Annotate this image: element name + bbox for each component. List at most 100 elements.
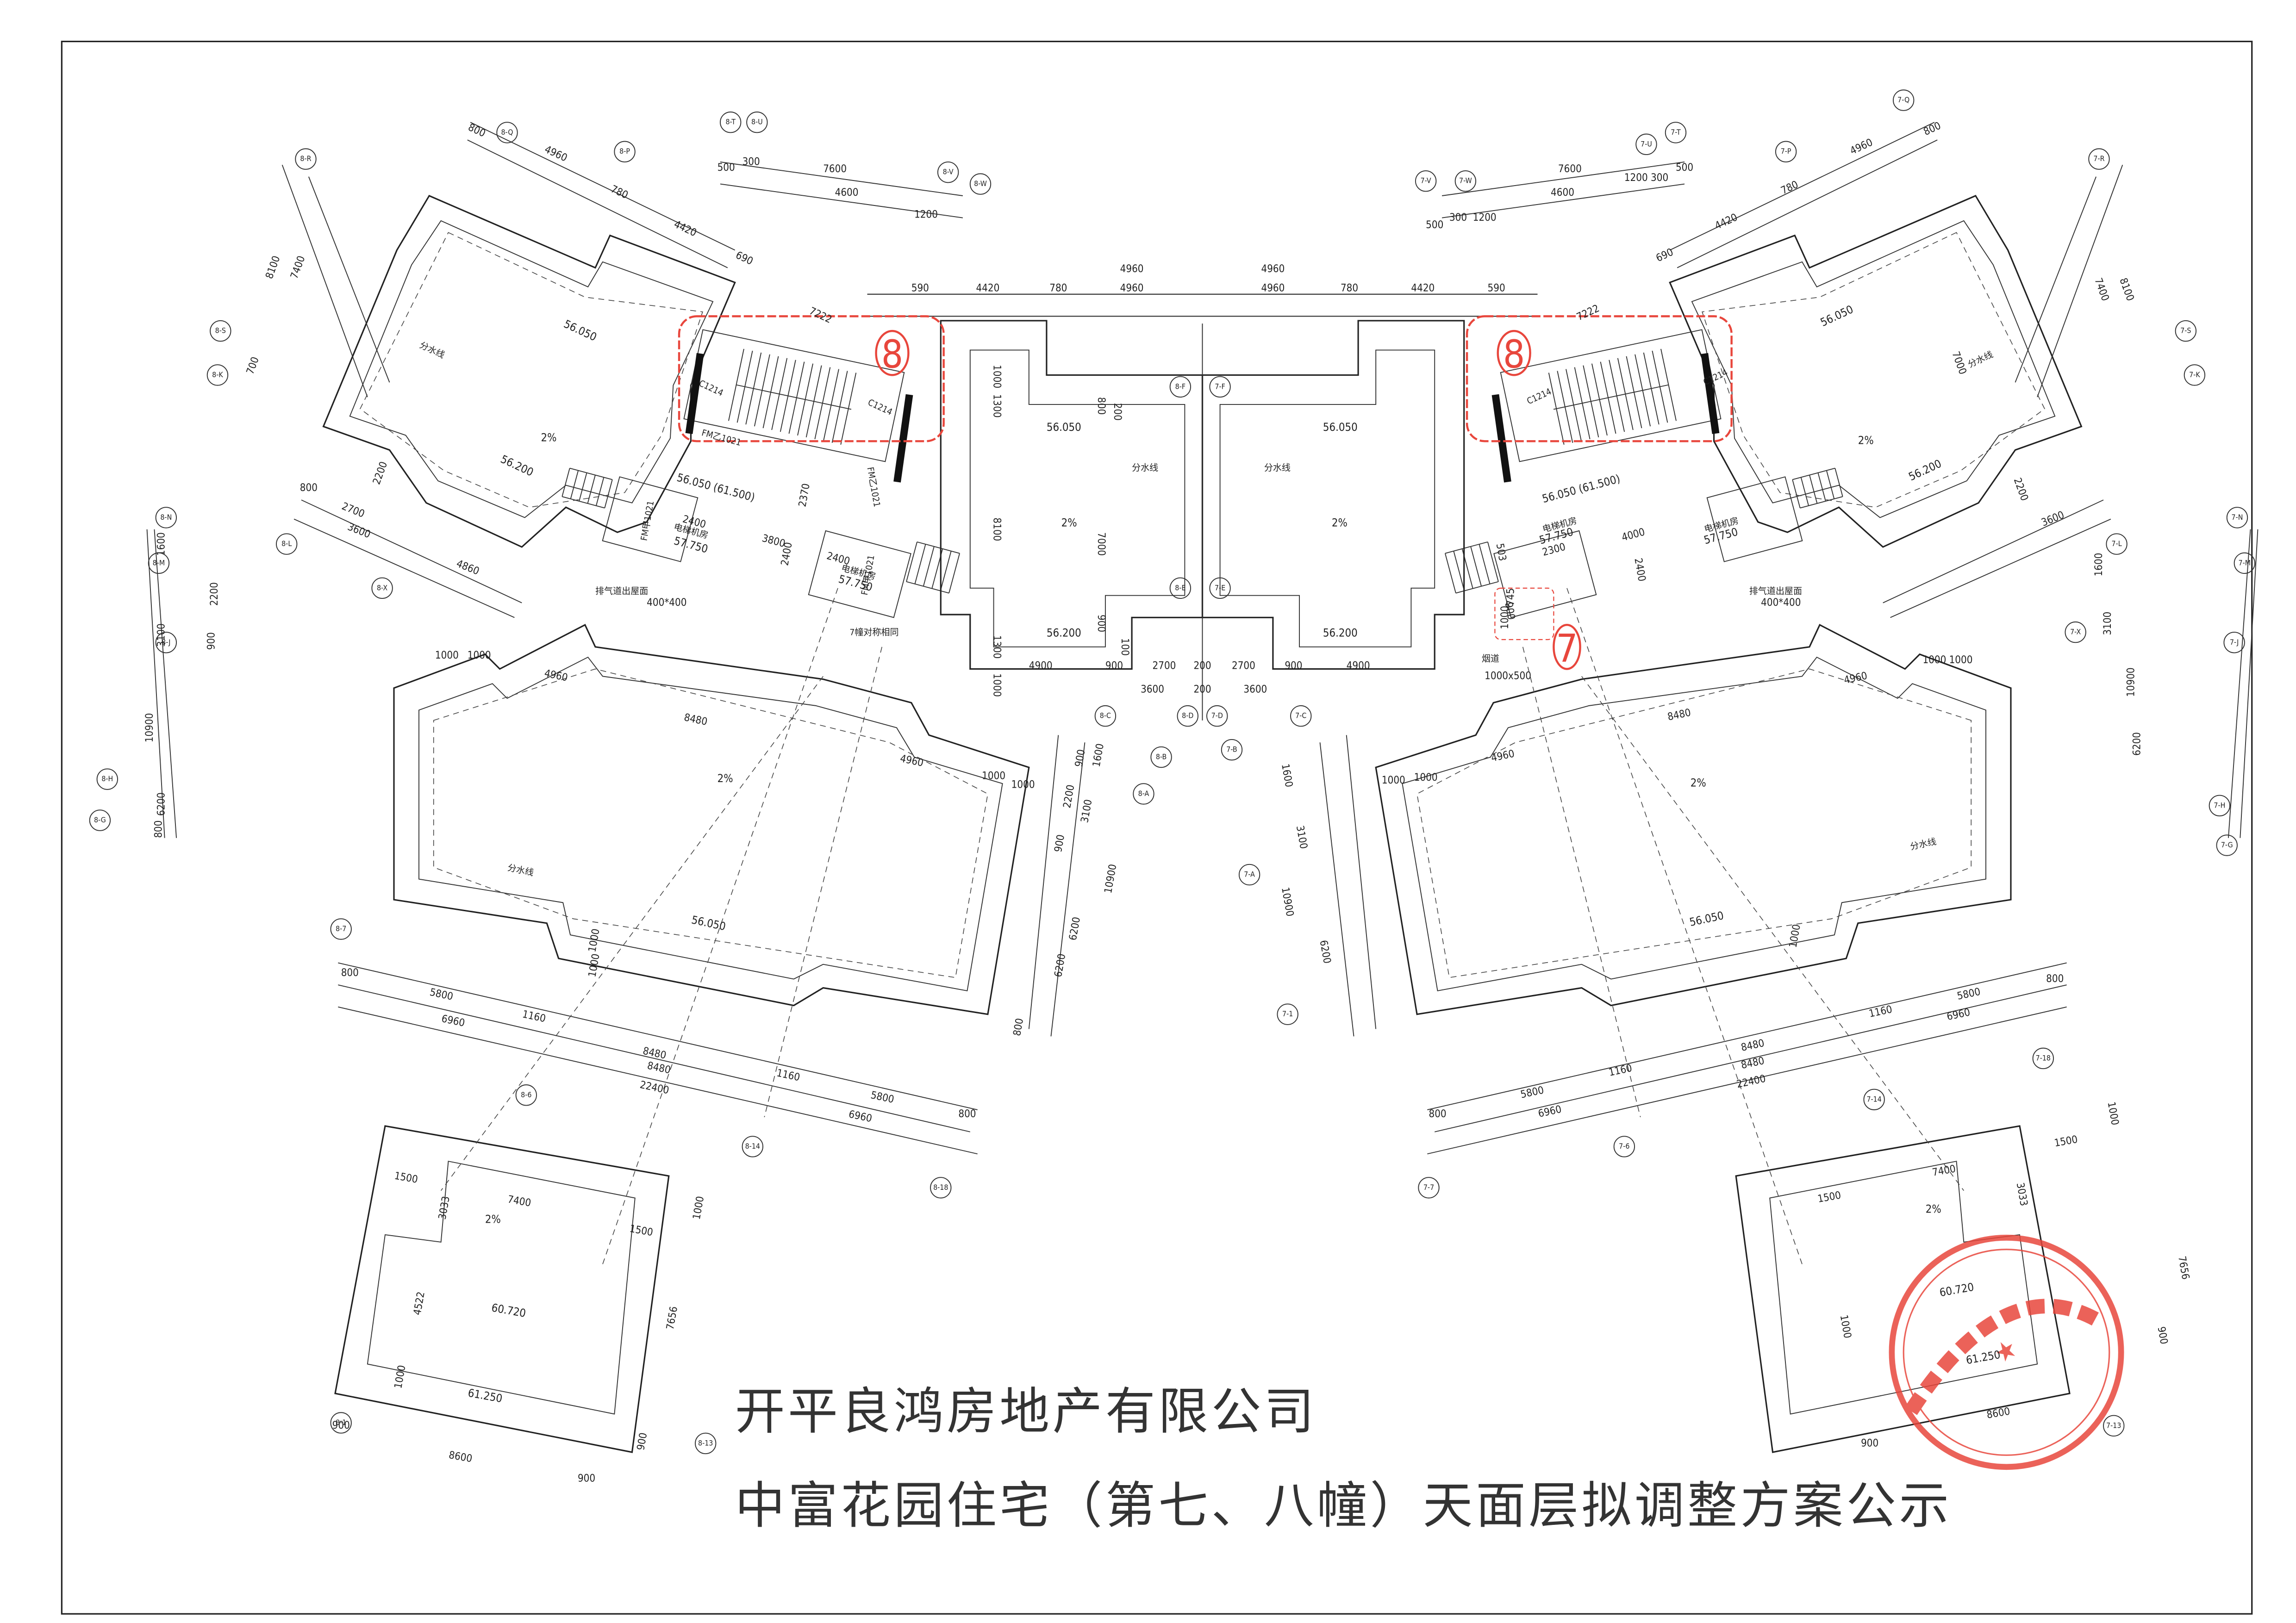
dimension-label: 500 bbox=[718, 162, 735, 174]
dimension-label: 6960 bbox=[1537, 1103, 1563, 1120]
dimension-label: 900 bbox=[2155, 1326, 2170, 1345]
dimension-label: 3100 bbox=[1294, 825, 1310, 850]
grid-lines bbox=[440, 588, 883, 1264]
axis-bubble bbox=[969, 173, 992, 195]
dimension-label: 200 bbox=[1111, 403, 1123, 421]
dimension-label: 2370 bbox=[796, 483, 812, 508]
upper-wing-parapet bbox=[359, 232, 703, 508]
axis-label: 7-C bbox=[1295, 711, 1306, 720]
dimension-label: 7222 bbox=[1575, 302, 1601, 323]
dimension-label: 2200 bbox=[370, 460, 390, 486]
dimension-label: 4900 bbox=[1347, 659, 1370, 672]
axis-bubble bbox=[1209, 577, 1231, 599]
dimension-label: 2700 bbox=[340, 500, 366, 520]
dimension-label: 8600 bbox=[1986, 1405, 2011, 1421]
dimension-label: 1000 bbox=[586, 953, 602, 978]
building-8-outline bbox=[146, 122, 1538, 1453]
axis-bubble bbox=[496, 122, 518, 143]
axis-label: 7-U bbox=[1641, 139, 1652, 148]
dimension-label: 1500 bbox=[629, 1223, 654, 1238]
elevation-label: 56.200 bbox=[1323, 627, 1358, 640]
dimension-label: 800 bbox=[152, 821, 164, 838]
axis-label: 8-W bbox=[974, 179, 987, 188]
axis-bubble bbox=[330, 918, 352, 940]
elevation-label: 2% bbox=[1858, 434, 1874, 447]
axis-label: 8-J bbox=[162, 638, 170, 647]
axis-label: 8-6 bbox=[521, 1090, 531, 1099]
dimension-label: 6200 bbox=[1317, 939, 1333, 964]
elevation-label: 60.720 bbox=[1939, 1281, 1975, 1300]
axis-label: 8-1 bbox=[336, 1418, 346, 1427]
dimension-label: 3033 bbox=[2014, 1181, 2030, 1207]
axis-bubble bbox=[1892, 89, 1915, 111]
elevation-label: 2% bbox=[1332, 516, 1348, 529]
lower-block-parapet bbox=[433, 668, 988, 978]
dimension-label: 780 bbox=[1779, 179, 1800, 197]
dimension-label: 10900 bbox=[2125, 667, 2137, 697]
axis-label: 7-L bbox=[2112, 539, 2122, 548]
dimension-label: 100 bbox=[1119, 638, 1131, 656]
elevation-label: 61.250 bbox=[467, 1387, 504, 1405]
lower-block-outer bbox=[393, 624, 1030, 1015]
dimension-label: 4960 bbox=[543, 667, 569, 684]
dimension-label: 1500 bbox=[393, 1170, 419, 1186]
dimension-label: 1600 bbox=[1091, 743, 1106, 768]
dimension-label: 1600 bbox=[1279, 763, 1295, 788]
axis-label: 7-1 bbox=[1282, 1009, 1293, 1018]
dimension-label: 8480 bbox=[646, 1060, 672, 1076]
dimension-label: 2200 bbox=[208, 582, 220, 606]
dimension-label: 1000 bbox=[2105, 1101, 2121, 1126]
dimension-label: 690 bbox=[734, 249, 755, 267]
dimension-label: 1000 bbox=[1922, 654, 1946, 666]
dimension-label: 780 bbox=[1341, 282, 1358, 294]
axis-label: 8-L bbox=[281, 539, 292, 548]
drawing-note: C1214 bbox=[697, 378, 725, 398]
axis-bubble bbox=[515, 1084, 537, 1106]
dimension-label: 1500 bbox=[1817, 1189, 1842, 1205]
dimension-label: 3600 bbox=[1141, 683, 1164, 695]
dimension-label: 590 bbox=[1488, 282, 1505, 294]
dimension-label: 900 bbox=[1861, 1437, 1878, 1449]
dimension-label: 7000 bbox=[1949, 350, 1969, 376]
dimension-label: 8100 bbox=[2117, 276, 2136, 303]
axis-label: 7-T bbox=[1671, 128, 1681, 137]
dimension-label: 800 bbox=[300, 482, 318, 494]
dimension-label: 4420 bbox=[1411, 282, 1435, 294]
official-seal: ★ bbox=[1889, 1235, 2124, 1470]
elevation-label: 60.720 bbox=[491, 1301, 527, 1320]
axis-bubble bbox=[155, 632, 177, 653]
axis-label: 8-B bbox=[1156, 752, 1167, 761]
dimension-label: 780 bbox=[609, 183, 630, 201]
dimension-label: 500 bbox=[1426, 219, 1443, 231]
dimension-label: 4960 bbox=[1120, 282, 1144, 294]
axis-label: 7-14 bbox=[1866, 1094, 1881, 1103]
dimension-label: 1000 bbox=[1382, 774, 1405, 786]
dimension-label: 3600 bbox=[346, 521, 372, 541]
dimension-label: 1200 bbox=[914, 209, 938, 221]
dimension-label: 5800 bbox=[870, 1089, 895, 1106]
dimension-label: 300 bbox=[742, 155, 760, 168]
dimension-label: 900 bbox=[1073, 748, 1087, 768]
elevation-label: 2% bbox=[718, 772, 733, 785]
dimension-label: 4960 bbox=[1261, 263, 1285, 275]
axis-bubble bbox=[746, 112, 768, 133]
dimension-label: 1160 bbox=[521, 1008, 547, 1025]
revision-marker-circle bbox=[875, 330, 910, 376]
dimension-label: 1000 bbox=[1949, 654, 1973, 666]
dimension-label: 1000 bbox=[1414, 771, 1438, 784]
dimension-label: 200 bbox=[1193, 683, 1211, 695]
dimension-label: 4960 bbox=[543, 143, 569, 164]
dimension-label: 4600 bbox=[1551, 187, 1574, 199]
dimension-label: 1000 bbox=[1787, 923, 1803, 949]
stair-treads bbox=[728, 348, 857, 445]
machine-room bbox=[808, 530, 911, 618]
revision-marker-circle bbox=[1497, 330, 1531, 376]
axis-label: 8-13 bbox=[698, 1438, 713, 1447]
axis-bubble bbox=[295, 148, 317, 170]
axis-bubble bbox=[1150, 746, 1172, 768]
dimension-label: 5800 bbox=[1956, 986, 1981, 1002]
machine-room bbox=[602, 476, 699, 562]
dimension-label: 1160 bbox=[775, 1067, 801, 1084]
dimension-label: 4600 bbox=[835, 187, 859, 199]
axis-label: 8-A bbox=[1138, 789, 1149, 798]
